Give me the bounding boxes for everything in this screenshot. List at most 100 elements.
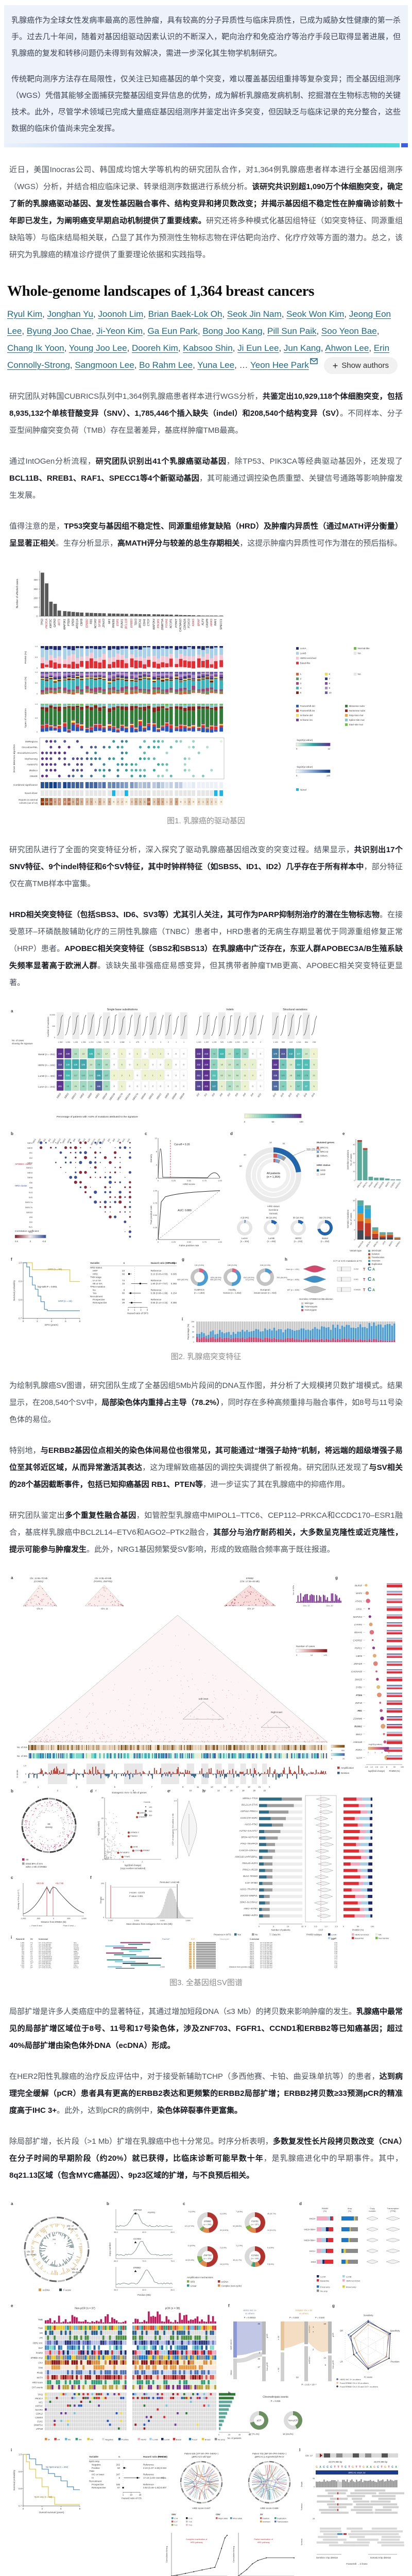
svg-text:0: 0 bbox=[36, 615, 38, 618]
svg-text:ID5: ID5 bbox=[29, 1216, 32, 1218]
svg-text:130: 130 bbox=[66, 1063, 70, 1066]
author-link[interactable]: Sangmoon Lee bbox=[75, 360, 134, 370]
author-link[interactable]: Seok Jin Nam bbox=[227, 309, 282, 319]
svg-text:SBS3: SBS3 bbox=[61, 1138, 66, 1144]
author-link[interactable]: Ryul Kim bbox=[7, 309, 43, 319]
svg-text:Heterozygote: Heterozygote bbox=[305, 1306, 318, 1308]
corresponding-author-link[interactable]: Yeon Hee Park bbox=[250, 360, 309, 370]
author-link[interactable]: Young Joo Lee bbox=[68, 343, 127, 353]
svg-text:1: 1 bbox=[300, 673, 302, 675]
svg-text:SV3: SV3 bbox=[287, 1092, 292, 1097]
svg-text:Types of mutation: Types of mutation bbox=[24, 708, 27, 728]
svg-text:130: 130 bbox=[74, 1063, 78, 1066]
svg-text:TNM stage: TNM stage bbox=[90, 1276, 102, 1279]
svg-text:182 (72.2%): 182 (72.2%) bbox=[319, 1216, 331, 1219]
svg-text:0: 0 bbox=[54, 1037, 55, 1039]
author-link[interactable]: Ji-Yeon Kim bbox=[96, 326, 143, 336]
svg-text:100: 100 bbox=[52, 1025, 55, 1027]
author-link[interactable]: Bong Joo Kang bbox=[202, 326, 263, 336]
author-link[interactable]: Erin Connolly-Strong bbox=[7, 343, 390, 370]
svg-text:182: 182 bbox=[297, 1074, 301, 1077]
svg-text:45: 45 bbox=[105, 1085, 108, 1088]
svg-text:56: 56 bbox=[236, 1074, 238, 1077]
author-link[interactable]: Ga Eun Park bbox=[147, 326, 198, 336]
svg-text:Cut-off = 0.20: Cut-off = 0.20 bbox=[174, 1143, 190, 1146]
svg-text:Reference: Reference bbox=[151, 1279, 162, 1282]
svg-text:0: 0 bbox=[160, 1063, 162, 1066]
svg-text:0: 0 bbox=[114, 1053, 115, 1055]
author-link[interactable]: Dooreh Kim bbox=[132, 343, 178, 353]
author-link[interactable]: Joonoh Lim bbox=[98, 309, 144, 319]
author-link[interactable]: Bo Rahm Lee bbox=[139, 360, 193, 370]
svg-text:Right inset: Right inset bbox=[271, 1711, 282, 1714]
svg-text:BRCA2: BRCA2 bbox=[320, 1150, 329, 1153]
author-link[interactable]: Jun Kang bbox=[283, 343, 321, 353]
author-link[interactable]: Chang Ik Yoon bbox=[7, 343, 64, 353]
svg-text:25: 25 bbox=[192, 1336, 194, 1338]
svg-text:4: 4 bbox=[51, 1320, 53, 1323]
svg-text:0: 0 bbox=[158, 1241, 159, 1243]
author-link[interactable]: Brian Baek-Lok Oh bbox=[148, 309, 222, 319]
svg-text:10: 10 bbox=[329, 691, 332, 694]
svg-text:Chr. 17: Chr. 17 bbox=[247, 1607, 254, 1610]
svg-text:A: A bbox=[372, 1289, 375, 1292]
svg-text:243: 243 bbox=[204, 1053, 209, 1055]
svg-text:OncodriveCLUSTL: OncodriveCLUSTL bbox=[18, 752, 38, 754]
svg-text:Hom (n = 131): Hom (n = 131) bbox=[286, 1268, 299, 1270]
author-link[interactable]: Jeong Eon Lee bbox=[7, 309, 391, 336]
svg-text:No. of SEs: No. of SEs bbox=[17, 1755, 27, 1757]
author-link[interactable]: Jonghan Yu bbox=[47, 309, 93, 319]
author-link[interactable]: Kabsoo Shin bbox=[183, 343, 233, 353]
svg-text:ATM: ATM bbox=[381, 1240, 386, 1246]
svg-text:137: 137 bbox=[105, 1074, 109, 1077]
svg-text:0: 0 bbox=[331, 1750, 332, 1752]
author-link[interactable]: Byung Joo Chae bbox=[26, 326, 92, 336]
svg-text:-0.8: -0.8 bbox=[42, 1240, 46, 1243]
svg-text:In-frame del: In-frame del bbox=[300, 714, 313, 717]
svg-text:P value: P value bbox=[168, 1262, 177, 1264]
svg-text:2: 2 bbox=[168, 1041, 169, 1043]
svg-text:Indels: Indels bbox=[226, 1008, 234, 1011]
svg-text:166: 166 bbox=[97, 1085, 101, 1088]
author-link[interactable]: Soo Yeon Bae bbox=[321, 326, 377, 336]
svg-text:0.386: 0.386 bbox=[171, 1301, 177, 1304]
svg-text:Chr. 17: Chr. 17 bbox=[303, 1604, 311, 1607]
author-link[interactable]: Ji Eun Lee bbox=[237, 343, 279, 353]
svg-text:1: 1 bbox=[137, 1053, 139, 1055]
svg-text:6: 6 bbox=[55, 801, 56, 803]
svg-text:Single base substitutions: Single base substitutions bbox=[107, 1008, 138, 1011]
svg-text:NA: NA bbox=[358, 673, 362, 675]
author-link[interactable]: Seok Won Kim bbox=[286, 309, 345, 319]
emphasis-run: HRD相关突变特征（包括SBS3、ID6、SV3等）尤其引人关注，其可作为PAR… bbox=[9, 910, 380, 920]
svg-text:0: 0 bbox=[183, 1053, 185, 1055]
author-link[interactable]: Ahwon Lee bbox=[325, 343, 369, 353]
svg-text:0.5: 0.5 bbox=[35, 656, 38, 658]
svg-text:T: T bbox=[363, 1268, 366, 1272]
svg-text:breast cancer (n = 923): breast cancer (n = 923) bbox=[254, 1292, 277, 1294]
author-link[interactable]: Pill Sun Paik bbox=[267, 326, 317, 336]
svg-text:Frameshift del: Frameshift del bbox=[300, 705, 315, 707]
svg-text:100: 100 bbox=[191, 1321, 194, 1323]
emphasis-run: 其部分与治疗耐药相关，大多数呈克隆性或近克隆性，提示可能参与肿瘤发生 bbox=[9, 1528, 403, 1554]
svg-text:In-frame ins: In-frame ins bbox=[300, 719, 313, 721]
text-run: ，如管腔型乳腺癌中MIPOL1–TTC6、CEP112–PRKCA和CCDC17… bbox=[9, 1511, 403, 1537]
svg-text:SV1: SV1 bbox=[116, 1138, 121, 1143]
svg-text:Frameshift ins: Frameshift ins bbox=[300, 709, 316, 712]
svg-text:(n = 204): (n = 204) bbox=[241, 1240, 249, 1243]
svg-text:Inversion: Inversion bbox=[372, 1260, 381, 1262]
svg-text:243: 243 bbox=[197, 1053, 201, 1055]
svg-text:BCL11B: BCL11B bbox=[125, 619, 128, 629]
show-authors-button[interactable]: +Show authors bbox=[323, 357, 398, 375]
svg-text:128 (13.9%): 128 (13.9%) bbox=[260, 1264, 271, 1266]
svg-text:1,357: 1,357 bbox=[204, 1041, 209, 1043]
svg-text:1.0: 1.0 bbox=[35, 671, 38, 673]
author-link[interactable]: Yuna Lee bbox=[197, 360, 235, 370]
svg-text:IntClust (%): IntClust (%) bbox=[24, 676, 27, 689]
intro-paragraph-2: 传统靶向测序方法存在局限性，仅关注已知癌基因的单个突变，难以覆盖基因组重排等复杂… bbox=[11, 75, 401, 133]
svg-text:All patients: All patients bbox=[267, 1172, 281, 1175]
svg-text:SF3B1: SF3B1 bbox=[98, 619, 101, 627]
svg-text:ID1: ID1 bbox=[29, 1151, 32, 1154]
svg-text:SBS5: SBS5 bbox=[56, 1092, 62, 1099]
svg-text:144: 144 bbox=[81, 1074, 85, 1077]
